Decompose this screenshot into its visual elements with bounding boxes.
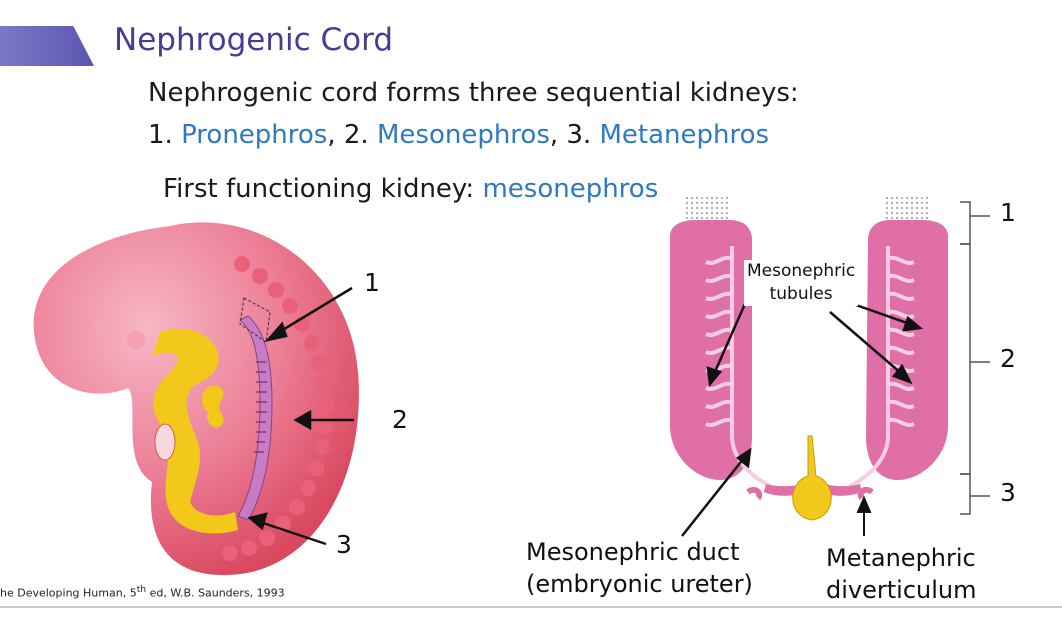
gut-bud xyxy=(202,385,224,428)
kidney-separator-2: , 3. xyxy=(549,120,600,150)
first-kidney-name: mesonephros xyxy=(482,174,659,204)
kidney-pronephros: Pronephros xyxy=(181,120,328,150)
embryo-label-2: 2 xyxy=(392,405,408,434)
embryonic-ureter-label: (embryonic ureter) xyxy=(526,570,753,598)
kidneys-line: 1. Pronephros, 2. Mesonephros, 3. Metane… xyxy=(148,120,769,150)
right-mesonephros xyxy=(866,220,948,480)
metanephric-label-line1: Metanephric xyxy=(826,544,976,572)
left-mesonephros xyxy=(670,220,752,480)
slide-title: Nephrogenic Cord xyxy=(114,22,394,58)
eye-placode xyxy=(127,331,145,349)
duct-pointer-arrow xyxy=(681,447,752,537)
region-brackets xyxy=(960,201,990,515)
mesonephros-diagram xyxy=(670,196,990,537)
somites xyxy=(222,256,334,561)
first-kidney-prefix: First functioning kidney: xyxy=(163,174,483,204)
kidney-number-1: 1. xyxy=(148,120,182,150)
mesonephric-tubules-embryo xyxy=(254,361,267,453)
diverticulum-pointer-arrow xyxy=(856,495,872,536)
region-label-2: 2 xyxy=(1000,344,1016,373)
pronephros-outline xyxy=(239,297,271,343)
umbilical-stalk xyxy=(154,423,176,461)
intro-line: Nephrogenic cord forms three sequential … xyxy=(148,78,799,108)
cloaca xyxy=(792,435,832,521)
region-label-1: 1 xyxy=(1000,198,1016,227)
source-citation: he Developing Human, 5th ed, W.B. Saunde… xyxy=(0,584,285,600)
embryo-pointer-arrows xyxy=(247,286,354,546)
kidney-separator-1: , 2. xyxy=(327,120,377,150)
nephrogenic-cord xyxy=(237,315,273,521)
gut-tube xyxy=(152,328,238,534)
first-kidney-line: First functioning kidney: mesonephros xyxy=(163,174,658,204)
kidney-mesonephros: Mesonephros xyxy=(376,120,550,150)
embryo-body xyxy=(33,222,359,576)
mesonephric-tubules-label: Mesonephric tubules xyxy=(744,260,859,306)
kidney-metanephros: Metanephros xyxy=(599,120,770,150)
bottom-divider xyxy=(0,606,1062,608)
embryo-diagram xyxy=(33,222,359,576)
region-label-3: 3 xyxy=(1000,478,1016,507)
diverticulum-label-line2: diverticulum xyxy=(826,576,977,604)
title-accent-bar xyxy=(0,26,94,66)
ureteric-buds xyxy=(746,486,874,501)
embryo-label-1: 1 xyxy=(364,268,380,297)
mesonephric-duct-label: Mesonephric duct xyxy=(526,538,740,566)
embryo-label-3: 3 xyxy=(336,530,352,559)
